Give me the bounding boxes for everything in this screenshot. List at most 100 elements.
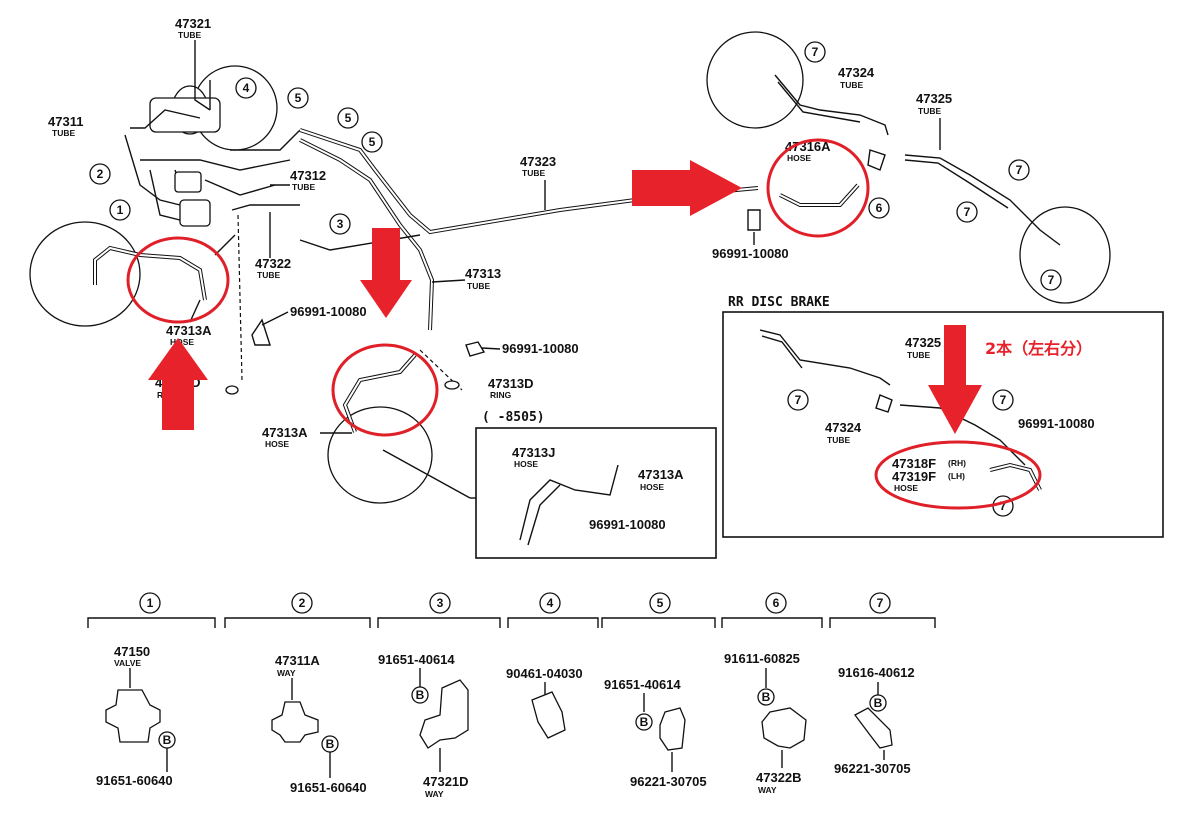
svg-text:TUBE: TUBE (178, 30, 201, 40)
svg-text:47324: 47324 (838, 65, 875, 80)
position-marker: 7 6 7 7 7 (804, 41, 1062, 291)
svg-text:96221-30705: 96221-30705 (834, 761, 911, 776)
svg-text:B: B (640, 715, 649, 729)
svg-text:47311A: 47311A (275, 653, 320, 668)
legend-item-2: 47311A WAY B 91651-60640 (271, 653, 367, 795)
svg-text:5: 5 (657, 596, 664, 610)
callout-clip-mid: 96991-10080 (481, 341, 579, 356)
svg-text:HOSE: HOSE (170, 337, 194, 347)
svg-text:96991-10080: 96991-10080 (712, 246, 789, 261)
valve-icon (105, 689, 161, 743)
svg-text:HOSE: HOSE (787, 153, 811, 163)
svg-text:47321D: 47321D (423, 774, 469, 789)
svg-text:47316A: 47316A (785, 139, 831, 154)
svg-text:B: B (416, 688, 425, 702)
svg-text:47313A: 47313A (262, 425, 308, 440)
svg-text:47313A: 47313A (166, 323, 212, 338)
callout-tube-47323: 47323 TUBE (520, 154, 556, 210)
svg-text:2: 2 (299, 596, 306, 610)
rear-right-brake-drum (904, 154, 1111, 304)
legend-item-5: 91651-40614 B 96221-30705 (604, 677, 707, 789)
master-cylinder-assembly (124, 65, 301, 227)
svg-text:47313J: 47313J (512, 445, 555, 460)
rear-hose-47316a (779, 149, 886, 207)
legend-item-3: 91651-40614 B 47321D WAY (378, 652, 469, 799)
callout-tube-47324: 47324 TUBE (838, 65, 875, 90)
svg-text:TUBE: TUBE (918, 106, 941, 116)
svg-text:RR DISC BRAKE: RR DISC BRAKE (728, 295, 830, 310)
svg-text:7: 7 (1016, 163, 1023, 177)
svg-text:(RH): (RH) (948, 458, 966, 468)
callout-tube-47322: 47322 TUBE (255, 212, 291, 280)
dashed-leader (237, 214, 243, 381)
svg-text:91651-40614: 91651-40614 (378, 652, 455, 667)
ring-icon (225, 380, 460, 395)
callout-tube-47313: 47313 TUBE (431, 266, 501, 291)
svg-text:7: 7 (795, 393, 802, 407)
svg-text:47322: 47322 (255, 256, 291, 271)
red-arrow-icon (148, 160, 982, 434)
callout-clip-front: 96991-10080 (261, 304, 367, 326)
svg-text:TUBE: TUBE (257, 270, 280, 280)
legend-item-1: 47150 VALVE B 91651-60640 (96, 644, 176, 788)
highlight-ovals (126, 138, 1042, 510)
legend-brackets (87, 617, 936, 628)
callout-clip-rear: 96991-10080 (712, 232, 789, 261)
svg-text:91651-40614: 91651-40614 (604, 677, 681, 692)
svg-text:5: 5 (369, 135, 376, 149)
svg-text:47150: 47150 (114, 644, 150, 659)
legend-item-7: 91616-40612 B 96221-30705 (834, 665, 915, 776)
svg-text:47325: 47325 (905, 335, 941, 350)
callout-tube-47321: 47321 TUBE (175, 16, 211, 70)
svg-text:B: B (163, 733, 172, 747)
svg-text:TUBE: TUBE (52, 128, 75, 138)
svg-text:B: B (874, 696, 883, 710)
svg-text:6: 6 (773, 596, 780, 610)
svg-text:4: 4 (243, 81, 250, 95)
svg-text:B: B (762, 690, 771, 704)
svg-text:7: 7 (964, 205, 971, 219)
red-annotation: 2本（左右分） (985, 339, 1092, 358)
svg-text:47312: 47312 (290, 168, 326, 183)
front-left-brake-disc (29, 221, 236, 327)
dashed-leader (419, 349, 463, 391)
svg-text:96991-10080: 96991-10080 (1018, 416, 1095, 431)
svg-text:2: 2 (97, 167, 104, 181)
legend-item-4: 90461-04030 (506, 666, 583, 739)
svg-text:7: 7 (1000, 393, 1007, 407)
clamp-icon (659, 707, 686, 751)
svg-text:7: 7 (1048, 273, 1055, 287)
svg-text:91651-60640: 91651-60640 (290, 780, 367, 795)
clamp-icon (854, 707, 893, 749)
main-brake-tubes (231, 128, 759, 331)
callout-hose-47316a: 47316A HOSE (785, 139, 831, 163)
svg-text:6: 6 (876, 201, 883, 215)
svg-text:3: 3 (337, 217, 344, 231)
svg-text:RING: RING (490, 390, 512, 400)
legend-key-markers: 1 2 3 4 5 6 7 (139, 592, 891, 614)
svg-text:91611-60825: 91611-60825 (724, 651, 800, 666)
svg-text:96991-10080: 96991-10080 (589, 517, 666, 532)
callout-ring-47313d-mid: 47313D RING (488, 376, 534, 400)
svg-text:HOSE: HOSE (265, 439, 289, 449)
rear-left-brake-drum (706, 31, 889, 136)
svg-text:47313D: 47313D (488, 376, 534, 391)
svg-text:(LH): (LH) (948, 471, 965, 481)
front-right-brake-disc (327, 353, 471, 504)
callout-tube-47311: 47311 TUBE (48, 114, 83, 138)
svg-text:47323: 47323 (520, 154, 556, 169)
svg-text:WAY: WAY (425, 789, 444, 799)
inset-early-model: ( -8505) 47313J HOSE 47313A HOSE 96991-1… (470, 410, 717, 559)
svg-text:47318F: 47318F (892, 456, 936, 471)
position-marker: 4 5 5 5 2 1 3 (89, 77, 383, 235)
svg-text:1: 1 (117, 203, 124, 217)
svg-text:TUBE: TUBE (827, 435, 850, 445)
svg-text:HOSE: HOSE (640, 482, 664, 492)
rr-disc-brake-panel: RR DISC BRAKE 47325 TUBE 47324 TUBE 9699… (722, 295, 1164, 538)
svg-text:47322B: 47322B (756, 770, 802, 785)
svg-text:47313A: 47313A (638, 467, 684, 482)
svg-text:HOSE: HOSE (894, 483, 918, 493)
svg-text:WAY: WAY (277, 668, 296, 678)
svg-text:91616-40612: 91616-40612 (838, 665, 915, 680)
